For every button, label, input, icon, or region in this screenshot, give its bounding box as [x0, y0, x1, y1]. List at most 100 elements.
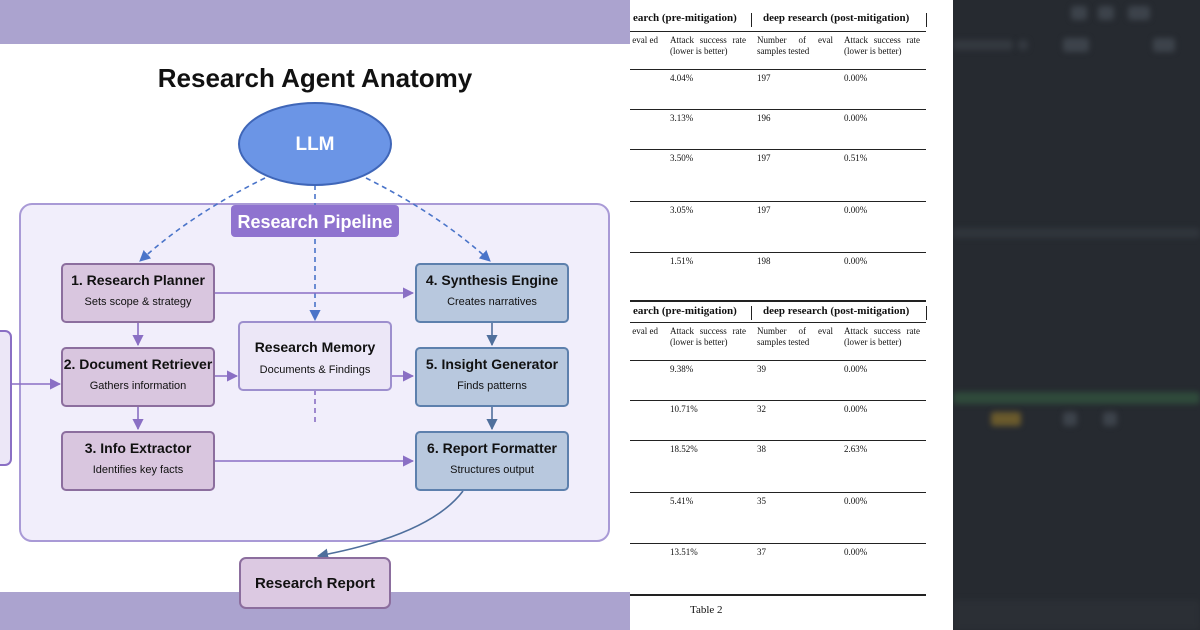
row-rule — [630, 201, 926, 202]
row-rule — [630, 492, 926, 493]
row-rule — [630, 149, 926, 150]
step-subtitle: Structures output — [450, 464, 534, 476]
blurred-background-panel — [953, 0, 1200, 630]
row-rule — [630, 360, 926, 361]
table-cell: 0.00% — [844, 256, 868, 266]
row-rule — [630, 109, 926, 110]
step-synthesis-engine: 4. Synthesis Engine Creates narratives — [415, 263, 569, 323]
input-box-partial — [0, 330, 12, 466]
subheader-samples: Number of eval samples tested — [757, 326, 833, 347]
step-title: 2. Document Retriever — [64, 356, 213, 372]
blurred-shape — [1098, 6, 1114, 20]
table-cell: 5.41% — [670, 496, 694, 506]
table-cell: 0.00% — [844, 73, 868, 83]
table-cell: 198 — [757, 256, 771, 266]
step-box — [415, 431, 569, 491]
results-table-2: earch (pre-mitigation) deep research (po… — [630, 300, 927, 603]
blurred-shape — [1103, 412, 1117, 426]
table-cell: 39 — [757, 364, 766, 374]
table-panel: earch (pre-mitigation) deep research (po… — [630, 0, 953, 630]
table-cell: 4.04% — [670, 73, 694, 83]
header-separator — [751, 306, 752, 320]
step-research-planner: 1. Research Planner Sets scope & strateg… — [61, 263, 215, 323]
table-cell: 2.63% — [844, 444, 868, 454]
table-cell: 18.52% — [670, 444, 698, 454]
blurred-shape — [953, 40, 1013, 50]
step-report-formatter: 6. Report Formatter Structures output — [415, 431, 569, 491]
step-info-extractor: 3. Info Extractor Identifies key facts — [61, 431, 215, 491]
table-header-right: deep research (post-mitigation) — [763, 305, 910, 317]
blurred-shape — [1153, 38, 1175, 52]
top-band — [0, 0, 630, 44]
memory-title: Research Memory — [255, 339, 376, 355]
row-rule — [630, 400, 926, 401]
blurred-shape — [1063, 38, 1089, 52]
llm-to-synthesis-arrow — [365, 177, 491, 262]
subheader-attack-rate-post: Attack success rate (lower is better) — [844, 326, 920, 347]
row-rule — [630, 440, 926, 441]
table-cell: 197 — [757, 205, 771, 215]
diagram-panel: Research Agent Anatomy Research Pipeline… — [0, 0, 630, 630]
step-document-retriever: 2. Document Retriever Gathers informatio… — [61, 347, 215, 407]
table-cell: 13.51% — [670, 547, 698, 557]
llm-to-planner-arrow — [139, 177, 266, 262]
header-separator — [926, 306, 927, 320]
header-separator — [751, 13, 752, 27]
table-cell: 0.00% — [844, 496, 868, 506]
blurred-shape — [1128, 6, 1150, 20]
step-title: 5. Insight Generator — [426, 356, 559, 372]
memory-subtitle: Documents & Findings — [260, 364, 371, 376]
table-cell: 37 — [757, 547, 766, 557]
top-rule — [630, 300, 926, 302]
step-title: 6. Report Formatter — [427, 440, 557, 456]
report-box — [239, 557, 391, 609]
table-caption: Table 2 — [690, 604, 723, 616]
subheader-attack-rate-pre: Attack success rate (lower is better) — [670, 326, 746, 347]
blurred-shape — [1018, 40, 1028, 50]
row-rule — [630, 69, 926, 70]
step-title: 4. Synthesis Engine — [426, 272, 558, 288]
step-subtitle: Creates narratives — [447, 296, 537, 308]
blurred-shape — [991, 412, 1021, 426]
table-cell: 0.00% — [844, 113, 868, 123]
row-rule — [630, 543, 926, 544]
step-subtitle: Identifies key facts — [93, 464, 184, 476]
results-table-1: earch (pre-mitigation) deep research (po… — [630, 12, 927, 272]
formatter-to-report-arrow — [316, 490, 464, 560]
subheader-eval: eval ed — [632, 35, 658, 45]
table-header-left: earch (pre-mitigation) — [633, 12, 737, 24]
table-cell: 197 — [757, 153, 771, 163]
table-cell: 9.38% — [670, 364, 694, 374]
subheader-eval: eval ed — [632, 326, 658, 336]
step-subtitle: Gathers information — [90, 380, 187, 392]
table-cell: 196 — [757, 113, 771, 123]
row-rule — [630, 252, 926, 253]
table-header-left: earch (pre-mitigation) — [633, 305, 737, 317]
step-box — [415, 263, 569, 323]
table-cell: 3.50% — [670, 153, 694, 163]
step-box — [61, 347, 215, 407]
table-cell: 0.51% — [844, 153, 868, 163]
subheader-attack-rate-post: Attack success rate (lower is better) — [844, 35, 920, 56]
step-box — [415, 347, 569, 407]
header-rule — [630, 31, 926, 32]
memory-box — [238, 321, 392, 391]
step-box — [61, 263, 215, 323]
table-cell: 0.00% — [844, 547, 868, 557]
step-subtitle: Finds patterns — [457, 380, 527, 392]
blurred-shape — [953, 228, 1200, 238]
subheader-attack-rate-pre: Attack success rate (lower is better) — [670, 35, 746, 56]
header-separator — [926, 13, 927, 27]
table-header-right: deep research (post-mitigation) — [763, 12, 910, 24]
llm-label: LLM — [295, 134, 334, 155]
table-cell: 35 — [757, 496, 766, 506]
step-subtitle: Sets scope & strategy — [85, 296, 192, 308]
table-cell: 10.71% — [670, 404, 698, 414]
blurred-shape — [953, 600, 1200, 630]
step-title: 3. Info Extractor — [85, 440, 192, 456]
blurred-shape — [1071, 6, 1087, 20]
blurred-shape — [1063, 412, 1077, 426]
llm-node — [238, 102, 392, 186]
table-cell: 3.13% — [670, 113, 694, 123]
subheader-samples: Number of eval samples tested — [757, 35, 833, 56]
